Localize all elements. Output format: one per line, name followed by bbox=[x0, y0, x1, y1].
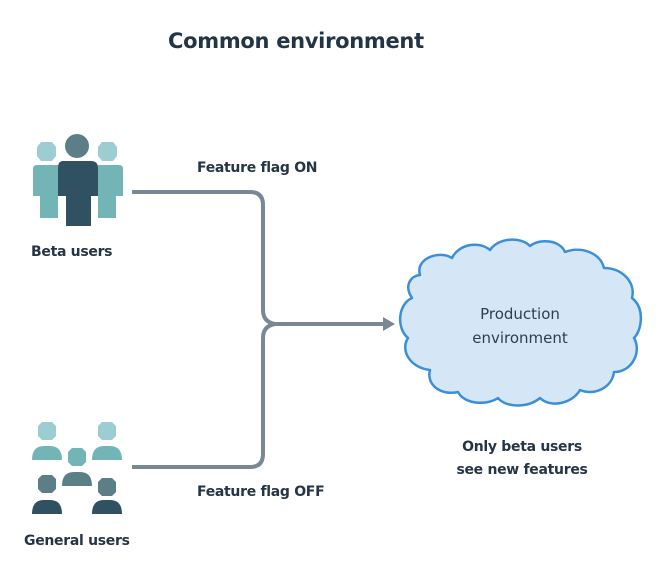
beta-user-left-icon bbox=[33, 142, 58, 218]
beta-user-center-icon bbox=[58, 134, 98, 226]
flag-off-connector bbox=[132, 322, 276, 469]
production-environment-label: Production environment bbox=[440, 302, 600, 350]
general-user-bottom-right-icon bbox=[92, 478, 122, 514]
general-user-middle-icon bbox=[62, 448, 92, 486]
beta-user-right-icon bbox=[98, 142, 123, 218]
general-user-bottom-left-icon bbox=[32, 475, 62, 514]
production-label-line1: Production bbox=[480, 305, 560, 323]
beta-note: Only beta users see new features bbox=[442, 436, 602, 482]
general-users-icon bbox=[32, 422, 122, 514]
production-label-line2: environment bbox=[472, 329, 568, 347]
arrowhead-icon bbox=[383, 317, 395, 331]
feature-flag-on-label: Feature flag ON bbox=[197, 160, 318, 176]
general-users-label: General users bbox=[24, 533, 130, 549]
general-user-top-right-icon bbox=[92, 422, 122, 460]
general-user-top-left-icon bbox=[32, 422, 62, 460]
diagram-title: Common environment bbox=[168, 29, 424, 53]
beta-note-line1: Only beta users bbox=[462, 439, 582, 455]
beta-users-icon bbox=[33, 134, 123, 226]
connector-lines bbox=[132, 190, 384, 469]
production-cloud-icon bbox=[399, 238, 643, 407]
beta-note-line2: see new features bbox=[456, 462, 588, 478]
flag-on-connector bbox=[132, 190, 276, 326]
beta-users-label: Beta users bbox=[31, 244, 113, 260]
feature-flag-off-label: Feature flag OFF bbox=[197, 484, 325, 500]
